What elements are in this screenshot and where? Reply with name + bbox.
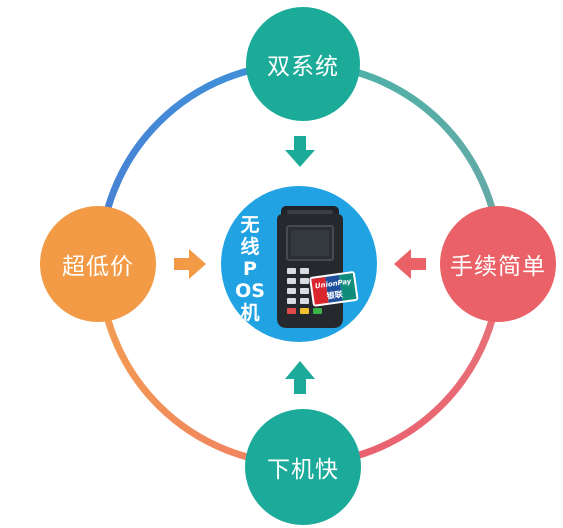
- center-label: 无线POS机: [235, 214, 265, 324]
- node-right-label: 手续简单: [450, 254, 546, 280]
- node-fast-approval: 下机快: [245, 409, 361, 525]
- center-pos-circle: 无线POS机: [221, 186, 377, 342]
- node-left-label: 超低价: [62, 254, 134, 280]
- card-brand-cn-text: 银联: [325, 289, 343, 301]
- node-dual-system: 双系统: [246, 7, 360, 121]
- arrow-left-icon: [394, 249, 426, 279]
- node-top-label: 双系统: [267, 54, 339, 80]
- arrow-up-icon: [285, 361, 315, 394]
- node-low-price: 超低价: [40, 206, 156, 322]
- pos-terminal-icon: UnionPay 银联: [277, 206, 359, 328]
- arrow-right-icon: [174, 249, 206, 279]
- node-bottom-label: 下机快: [267, 457, 339, 483]
- arrow-down-icon: [285, 136, 315, 167]
- node-simple-procedure: 手续简单: [440, 206, 556, 322]
